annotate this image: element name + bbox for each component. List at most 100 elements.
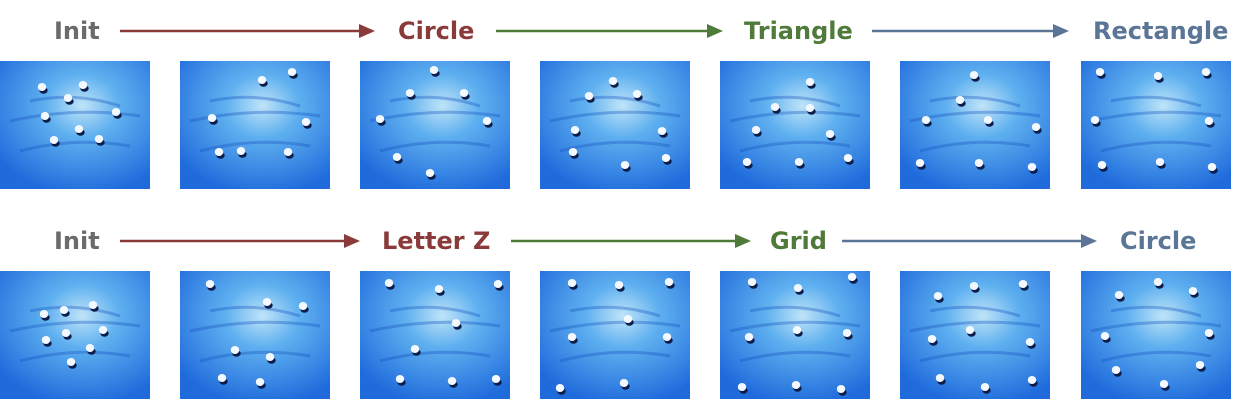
cloth-wrinkle [9, 320, 141, 333]
cap-marker [632, 90, 643, 101]
cap-marker [570, 126, 581, 137]
cloth-background [180, 271, 330, 399]
label-triangle: Triangle [744, 17, 853, 45]
cap-marker [451, 319, 462, 330]
arrow-circle-to-triangle [496, 20, 723, 42]
cap-marker [614, 281, 625, 292]
cap-marker [78, 81, 89, 92]
cap-marker [843, 154, 854, 165]
cloth-wrinkle [369, 110, 501, 123]
cloth-wrinkle [29, 95, 121, 108]
cloth-wrinkle [379, 140, 491, 153]
row-shape-sequence-2: Init Letter Z Grid Circle [0, 210, 1247, 400]
cloth-wrinkle [559, 350, 671, 363]
cap-marker [1188, 287, 1199, 298]
cap-marker [482, 117, 493, 128]
cap-marker [584, 92, 595, 103]
cap-marker [491, 375, 502, 386]
cap-marker [664, 278, 675, 289]
arrow-init-to-circle [120, 20, 375, 42]
cloth-background [720, 61, 870, 189]
cloth-panel [180, 271, 330, 399]
cap-marker [1201, 68, 1212, 79]
cap-marker [405, 89, 416, 100]
cloth-panel [900, 61, 1050, 189]
cap-marker [1153, 72, 1164, 83]
cap-marker [915, 159, 926, 170]
cap-marker [751, 126, 762, 137]
cap-marker [608, 77, 619, 88]
cap-marker [619, 379, 630, 390]
cap-marker [40, 112, 51, 123]
label-grid: Grid [770, 227, 827, 255]
cloth-wrinkle [919, 140, 1031, 153]
cap-marker [661, 154, 672, 165]
cloth-background [0, 61, 150, 189]
cloth-wrinkle [929, 305, 1021, 318]
cap-marker [301, 118, 312, 129]
cap-marker [88, 301, 99, 312]
cap-marker [1155, 158, 1166, 169]
cap-marker [567, 279, 578, 290]
cloth-background [360, 271, 510, 399]
cloth-wrinkle [729, 110, 861, 123]
cloth-wrinkle [1110, 305, 1202, 318]
cap-marker [836, 385, 847, 396]
cloth-wrinkle [929, 95, 1021, 108]
cap-marker [955, 96, 966, 107]
arrow-letter-z-to-grid [511, 230, 751, 252]
cloth-panel [540, 271, 690, 399]
cloth-wrinkle [729, 320, 861, 333]
cap-marker [283, 148, 294, 159]
cap-marker [1027, 376, 1038, 387]
cap-marker [384, 279, 395, 290]
cap-marker [1018, 280, 1029, 291]
cap-marker [1207, 163, 1218, 174]
cap-marker [1114, 291, 1125, 302]
cap-marker [1111, 366, 1122, 377]
cap-marker [298, 302, 309, 313]
cloth-wrinkle [389, 95, 481, 108]
label-letter-z: Letter Z [382, 227, 491, 255]
cloth-wrinkle [189, 110, 321, 123]
cloth-wrinkle [379, 350, 491, 363]
cap-marker [410, 345, 421, 356]
arrow-grid-to-circle [842, 230, 1097, 252]
cap-marker [842, 329, 853, 340]
cap-marker [429, 66, 440, 77]
cap-marker [214, 148, 225, 159]
cloth-panel [540, 61, 690, 189]
cap-marker [1027, 163, 1038, 174]
cap-marker [1097, 161, 1108, 172]
cap-marker [567, 333, 578, 344]
cap-marker [41, 336, 52, 347]
cloth-wrinkle [209, 95, 301, 108]
cap-marker [662, 333, 673, 344]
cloth-wrinkle [1110, 95, 1202, 108]
cloth-wrinkle [1100, 350, 1212, 363]
cap-marker [935, 374, 946, 385]
cap-marker [1031, 123, 1042, 134]
cap-marker [568, 148, 579, 159]
cloth-panel [0, 61, 150, 189]
cap-marker [969, 282, 980, 293]
cap-marker [744, 333, 755, 344]
cap-marker [217, 374, 228, 385]
cap-marker [623, 315, 634, 326]
cloth-wrinkle [19, 350, 131, 363]
cap-marker [555, 384, 566, 395]
cap-marker [965, 326, 976, 337]
cap-marker [257, 76, 268, 87]
cloth-panel [180, 61, 330, 189]
cap-marker [255, 378, 266, 389]
cap-marker [805, 104, 816, 115]
arrow-triangle-to-rectangle [872, 20, 1069, 42]
cloth-wrinkle [739, 140, 851, 153]
cloth-panel [360, 61, 510, 189]
cap-marker [933, 292, 944, 303]
cap-marker [111, 108, 122, 119]
cap-marker [657, 127, 668, 138]
label-init-2: Init [54, 227, 100, 255]
cap-marker [205, 280, 216, 291]
cap-marker [447, 377, 458, 388]
